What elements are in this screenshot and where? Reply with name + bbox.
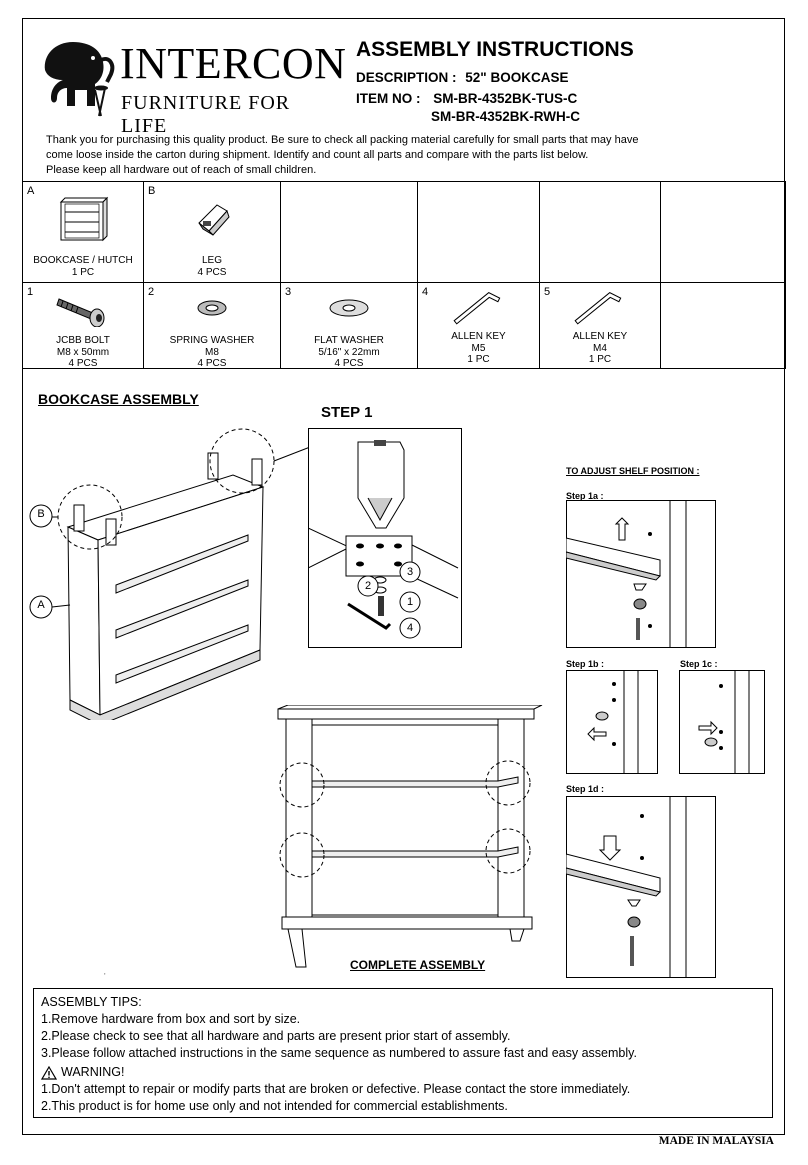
section-title: BOOKCASE ASSEMBLY (38, 391, 199, 407)
made-in-label: MADE IN MALAYSIA (658, 1135, 774, 1147)
part-name: ALLEN KEY (451, 331, 506, 342)
part-id: 2 (148, 286, 155, 298)
part-cell-1: 1 JCBB BOLT M8 x 50mm 4 PCS (22, 282, 144, 369)
allen-key-icon (452, 292, 500, 325)
part-cell-b: B LEG 4 PCS (143, 181, 281, 283)
part-id: 5 (544, 286, 551, 298)
warning-item: 2.This product is for home use only and … (41, 1099, 508, 1113)
warning-item: 1.Don't attempt to repair or modify part… (41, 1082, 631, 1096)
part-qty: 4 PCS (197, 266, 227, 278)
warning-triangle-icon (41, 1065, 57, 1080)
part-spec: M5 (471, 342, 486, 354)
part-qty: 4 PCS (334, 358, 364, 369)
part-cell-5: 5 ALLEN KEY M4 1 PC (539, 282, 661, 369)
part-cell-a: A BOOKCASE / HUTCH 1 PC (22, 181, 144, 283)
part-cell-4: 4 ALLEN KEY M5 1 PC (417, 282, 540, 369)
complete-bookcase-diagram (277, 705, 543, 968)
parts-table: A BOOKCASE / HUTCH 1 PC B (22, 181, 786, 369)
item-number-line: ITEM NO : SM-BR-4352BK-TUS-C (356, 91, 577, 106)
spring-washer-icon (197, 300, 227, 316)
part-spec: M8 (205, 346, 219, 358)
description-label: DESCRIPTION : (356, 70, 457, 85)
flat-washer-icon (329, 299, 369, 317)
part-id: 4 (422, 286, 429, 298)
step-1c-diagram (679, 670, 765, 774)
empty-cell (660, 282, 786, 369)
part-id: 3 (285, 286, 292, 298)
warning-heading: WARNING! (61, 1065, 125, 1079)
callout-b-label: B (37, 508, 45, 520)
part-spec: M8 x 50mm (56, 346, 110, 358)
hardware-callout-3: 3 (406, 566, 414, 578)
allen-key-icon (574, 292, 622, 325)
header: ASSEMBLY INSTRUCTIONS DESCRIPTION : 52" … (356, 38, 634, 124)
step1-detail-diagram (308, 428, 462, 648)
tip-item: 3.Please follow attached instructions in… (41, 1046, 637, 1060)
item-label: ITEM NO : (356, 91, 421, 106)
bookcase-upside-down-diagram (51, 428, 308, 720)
intro-line: Please keep all hardware out of reach of… (46, 164, 317, 176)
brand-logo: INTERCON FURNITURE FOR LIFE (35, 30, 346, 137)
elephant-logo-icon (44, 42, 115, 117)
empty-cell (539, 181, 661, 283)
step-1d-diagram (566, 796, 716, 978)
part-qty: 1 PC (71, 266, 95, 278)
page-title: ASSEMBLY INSTRUCTIONS (356, 38, 634, 61)
item-number-2: SM-BR-4352BK-RWH-C (431, 109, 581, 124)
step-1b-label: Step 1b : (566, 659, 605, 669)
intro-line: Thank you for purchasing this quality pr… (46, 134, 639, 146)
part-name: ALLEN KEY (572, 331, 628, 342)
hardware-callout-4: 4 (406, 622, 414, 634)
adjust-shelf-title: TO ADJUST SHELF POSITION : (566, 466, 700, 476)
leg-icon (198, 204, 230, 236)
callout-a-label: A (37, 599, 45, 611)
part-qty: 1 PC (467, 354, 490, 365)
step-1a-diagram (566, 500, 716, 648)
step-1a-label: Step 1a : (566, 491, 604, 501)
step-1c-label: Step 1c : (680, 659, 718, 669)
part-id: 1 (27, 286, 34, 298)
assembly-tips-box: ASSEMBLY TIPS: 1.Remove hardware from bo… (33, 988, 773, 1118)
part-qty: 4 PCS (68, 358, 98, 369)
item-number-1: SM-BR-4352BK-TUS-C (433, 91, 578, 106)
tip-item: 1.Remove hardware from box and sort by s… (41, 1012, 301, 1026)
empty-cell (280, 181, 418, 283)
tip-item: 2.Please check to see that all hardware … (41, 1029, 511, 1043)
part-cell-2: 2 SPRING WASHER M8 4 PCS (143, 282, 281, 369)
part-name: FLAT WASHER (314, 335, 384, 346)
part-spec: M4 (593, 342, 607, 354)
part-id: A (27, 185, 35, 197)
callout-b-marker (29, 504, 53, 528)
empty-cell (417, 181, 540, 283)
hardware-callout-2: 2 (364, 580, 372, 592)
description-value: 52" BOOKCASE (465, 70, 569, 85)
part-spec: 5/16" x 22mm (318, 346, 380, 358)
intro-line: come loose inside the carton during ship… (46, 149, 589, 161)
part-qty: 4 PCS (197, 358, 227, 369)
callout-a-marker (29, 595, 53, 619)
warning-heading-row: WARNING! (41, 1064, 765, 1081)
brand-name: INTERCON (120, 39, 347, 88)
complete-assembly-label: COMPLETE ASSEMBLY (350, 958, 486, 972)
empty-cell (660, 181, 786, 283)
bolt-icon (56, 298, 105, 327)
page-frame (22, 18, 785, 1135)
intro-text: Thank you for purchasing this quality pr… (46, 133, 746, 178)
step-1d-label: Step 1d : (566, 784, 605, 794)
part-name: BOOKCASE / HUTCH (33, 255, 133, 266)
part-id: B (148, 185, 156, 197)
step-1b-diagram (566, 670, 658, 774)
description-line: DESCRIPTION : 52" BOOKCASE (356, 70, 568, 85)
part-name: LEG (201, 255, 222, 266)
part-qty: 1 PC (588, 354, 612, 365)
step1-title: STEP 1 (321, 404, 373, 421)
small-mark: , (104, 970, 106, 976)
brand-tagline: FURNITURE FOR LIFE (121, 92, 291, 137)
part-name: JCBB BOLT (56, 335, 110, 346)
hardware-callout-1: 1 (406, 596, 414, 608)
part-cell-3: 3 FLAT WASHER 5/16" x 22mm 4 PCS (280, 282, 418, 369)
tips-heading: ASSEMBLY TIPS: (41, 995, 142, 1009)
bookcase-icon (59, 196, 109, 242)
part-name: SPRING WASHER (169, 335, 255, 346)
